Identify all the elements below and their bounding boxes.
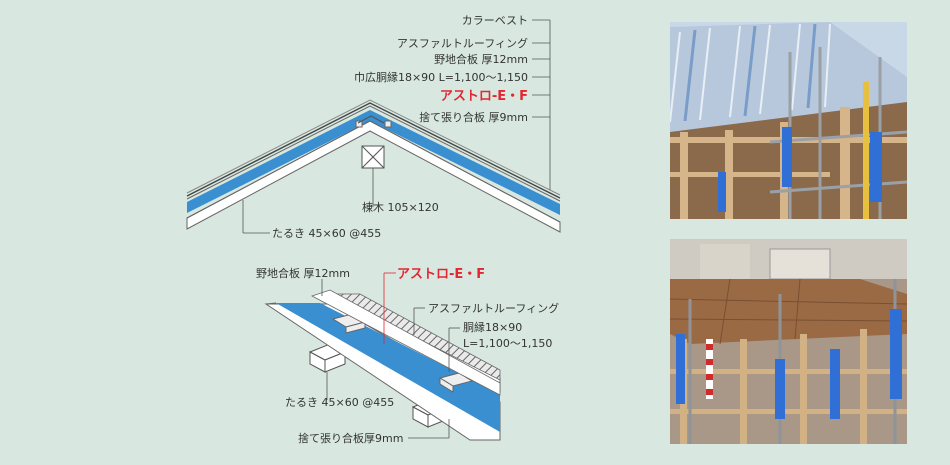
- ridge-cap: [355, 120, 363, 128]
- label-asphalt-roofing: アスファルトルーフィング: [397, 36, 528, 50]
- ridge-roof-layers: [186, 99, 561, 233]
- section-label-rafter: たるき 45×60 @455: [285, 396, 394, 409]
- section-label-furring-2: L=1,100～1,150: [463, 337, 552, 350]
- label-ridge-beam: 棟木 105×120: [362, 200, 439, 214]
- construction-photo-bottom: [670, 239, 907, 444]
- label-sheathing: 野地合板 厚12mm: [434, 52, 528, 66]
- label-furring: 巾広胴縁18×90 L=1,100～1,150: [354, 70, 528, 84]
- construction-photo-top: [670, 22, 907, 219]
- section-label-sheathing: 野地合板 厚12mm: [256, 266, 350, 280]
- ridge-leaders: [242, 19, 551, 234]
- section-diagram: [264, 289, 501, 441]
- section-label-sacrificial: 捨て張り合板厚9mm: [298, 431, 403, 445]
- label-rafter: たるき 45×60 @455: [272, 227, 381, 240]
- section-label-astro: アストロ-E・F: [397, 267, 485, 282]
- ridge-beam: [361, 145, 385, 169]
- label-astro: アストロ-E・F: [440, 89, 528, 104]
- label-color-best: カラーベスト: [462, 14, 528, 27]
- section-leaders: [321, 272, 460, 439]
- label-sacrificial: 捨て張り合板 厚9mm: [419, 110, 528, 124]
- section-label-furring-1: 胴縁18×90: [463, 320, 522, 334]
- section-label-asphalt-roofing: アスファルトルーフィング: [428, 301, 559, 315]
